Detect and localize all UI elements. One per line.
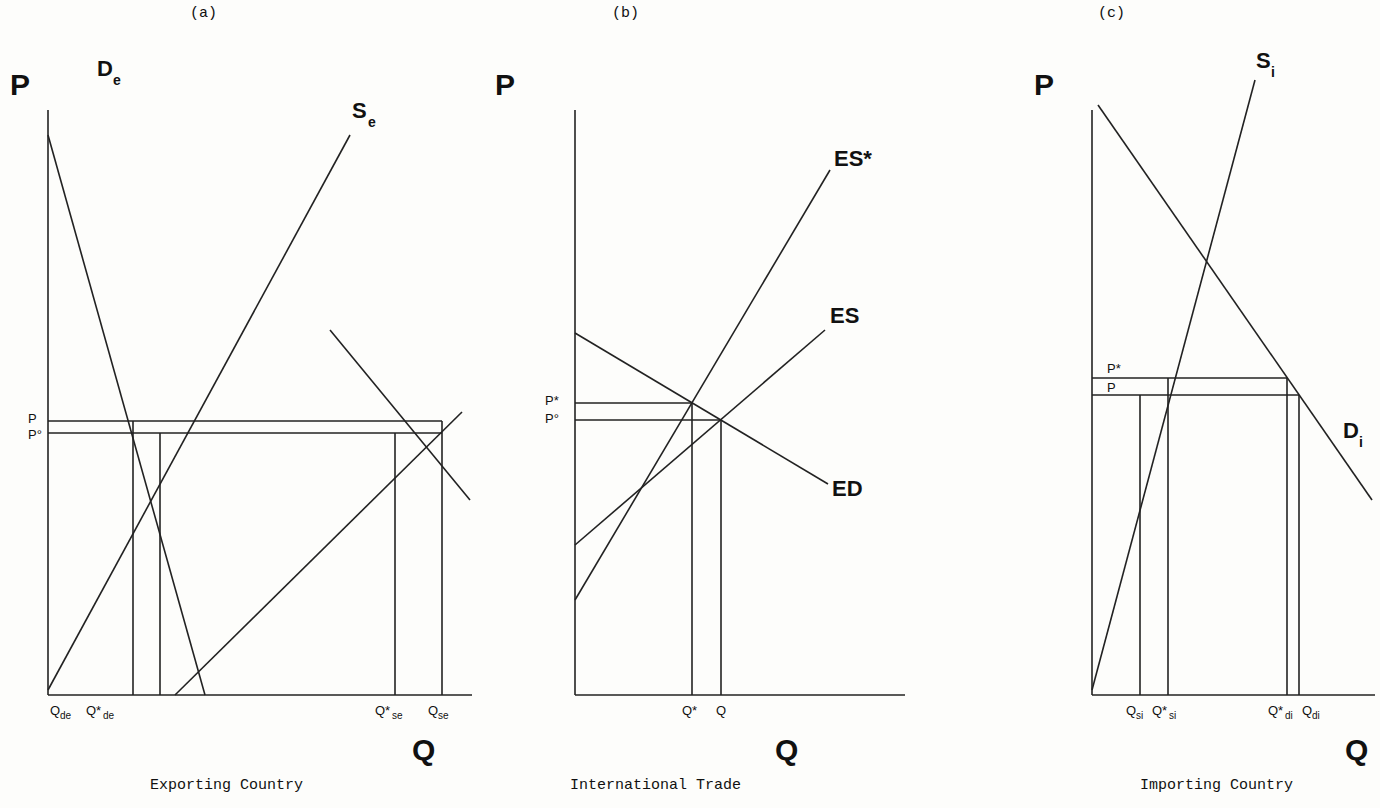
axis-label: P (10, 70, 30, 100)
quantity-subscript: si (1136, 711, 1143, 721)
price-label: P° (28, 428, 42, 441)
panel-caption: International Trade (570, 778, 741, 793)
quantity-subscript: se (392, 711, 403, 721)
quantity-label: Q* (1152, 704, 1167, 717)
axis-label: Q (775, 735, 798, 765)
quantity-subscript: de (60, 711, 71, 721)
curve-subscript: e (368, 115, 376, 129)
axis-label: P (495, 70, 515, 100)
quantity-label: Q (716, 704, 726, 717)
curve-label: S (1256, 50, 1271, 72)
axis-label: Q (412, 735, 435, 765)
panel-letter: (b) (612, 6, 639, 21)
price-label: P* (545, 394, 559, 407)
curve-subscript: i (1359, 435, 1363, 449)
quantity-subscript: di (1285, 711, 1293, 721)
curve-label: D (1343, 420, 1359, 442)
panel-letter: (a) (190, 6, 217, 21)
quantity-subscript: si (1169, 711, 1176, 721)
curve-subscript: i (1271, 65, 1275, 79)
panel-caption: Exporting Country (150, 778, 303, 793)
quantity-label: Q* (1268, 704, 1283, 717)
panel-caption: Importing Country (1140, 778, 1293, 793)
quantity-subscript: de (103, 711, 114, 721)
axis-label: P (1034, 70, 1054, 100)
price-label: P (1107, 381, 1116, 394)
quantity-label: Q* (682, 704, 697, 717)
panel-letter: (c) (1098, 6, 1125, 21)
curve-label: ES (830, 305, 859, 327)
curve-label: ED (832, 478, 863, 500)
axis-label: Q (1345, 735, 1368, 765)
quantity-label: Q (428, 704, 438, 717)
price-label: P (28, 412, 37, 425)
quantity-label: Q* (86, 704, 101, 717)
curve-subscript: e (113, 73, 121, 87)
quantity-label: Q* (375, 704, 390, 717)
price-label: P° (545, 412, 559, 425)
quantity-subscript: di (1312, 711, 1320, 721)
quantity-label: Q (50, 704, 60, 717)
quantity-subscript: se (438, 711, 449, 721)
curve-label: D (97, 58, 113, 80)
quantity-label: Q (1302, 704, 1312, 717)
curve-label: S (352, 100, 367, 122)
price-label: P* (1107, 362, 1121, 375)
curve-label: ES* (834, 148, 872, 170)
quantity-label: Q (1126, 704, 1136, 717)
